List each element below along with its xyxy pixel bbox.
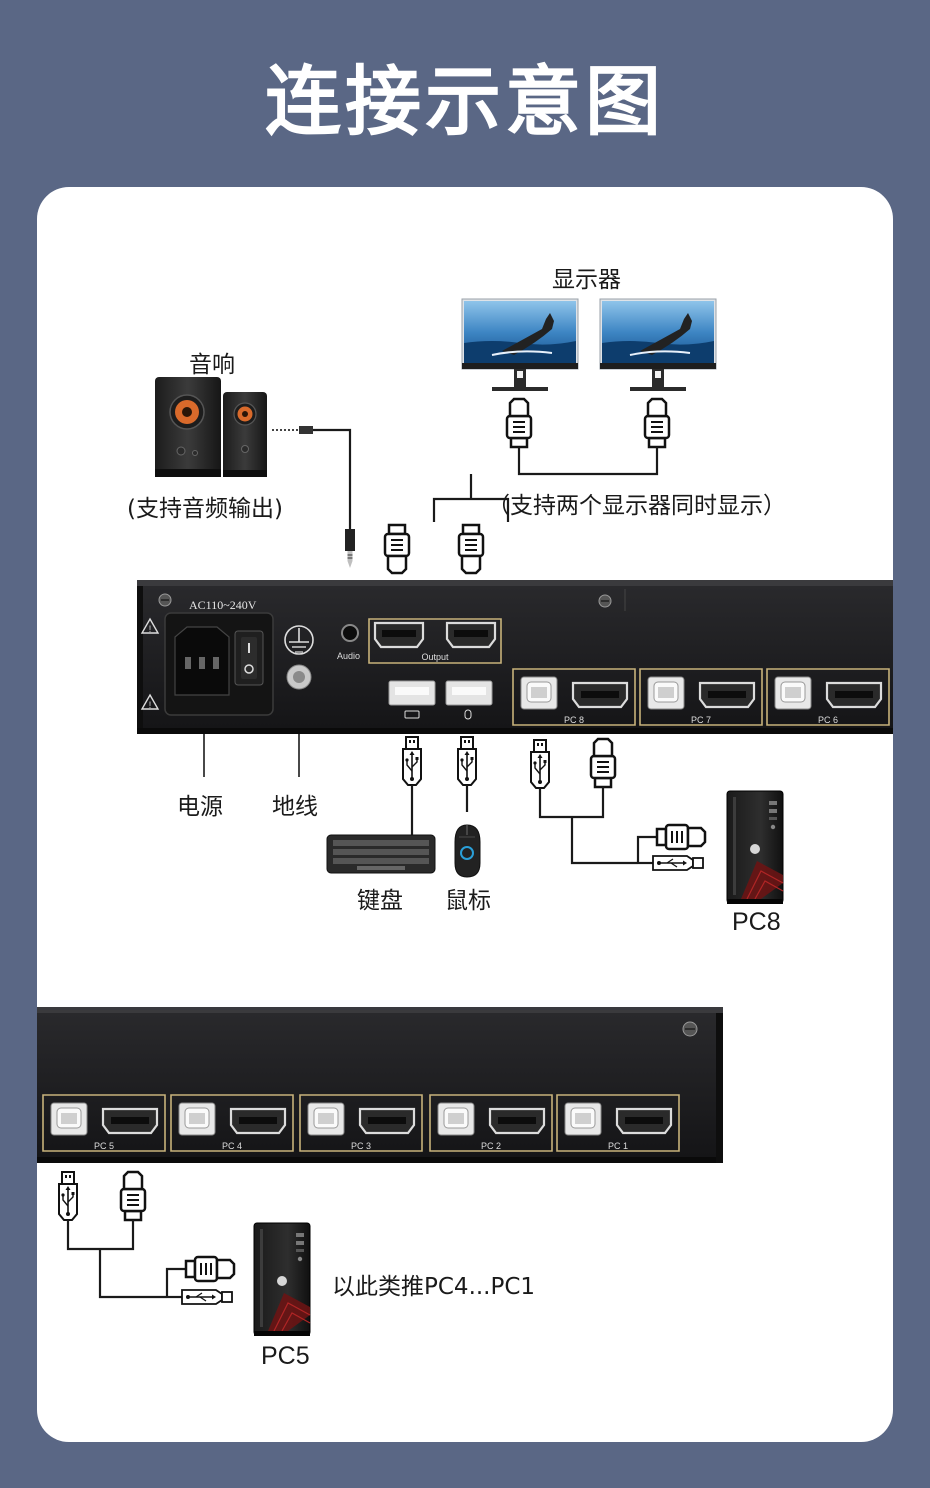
hdmi-plug-pc5-side	[186, 1257, 234, 1281]
label-keyboard: 键盘	[357, 888, 403, 914]
usb-plug-pc8	[530, 739, 550, 789]
kvm-panel-bottom: PC 5 PC 4 PC 3 PC 2 PC 1	[37, 1007, 723, 1163]
hdmi-plug-pc8-side	[657, 825, 705, 849]
port-label-pc2: PC 2	[481, 1141, 501, 1151]
mouse-icon	[454, 824, 481, 878]
kvm-panel-top: AC110~240V ! ! Audio	[137, 580, 893, 734]
port-label-pc4: PC 4	[222, 1141, 242, 1151]
connection-diagram: AC110~240V ! ! Audio	[37, 298, 893, 1337]
speakers	[155, 377, 267, 477]
label-audio-note: (支持音频输出)	[127, 496, 283, 522]
label-monitors: 显示器	[552, 267, 621, 293]
pc8-tower-icon	[726, 790, 784, 905]
label-dual-monitor-note: （支持两个显示器同时显示）	[487, 493, 786, 519]
pc8-cables	[538, 787, 657, 865]
hdmi-plug-pc8	[591, 739, 615, 787]
hdmi-plug-pc5	[121, 1172, 145, 1220]
monitor-right	[599, 298, 717, 392]
port-label-pc8: PC 8	[564, 715, 584, 725]
usb-plug-pc5-side	[181, 1289, 233, 1305]
label-pc5: PC5	[261, 1342, 310, 1370]
diagram-card: AC110~240V ! ! Audio	[37, 187, 893, 1442]
audio-cable	[272, 426, 355, 568]
label-etc-pc4-pc1: 以此类推PC4...PC1	[332, 1274, 536, 1300]
usb-plug-keyboard	[402, 736, 422, 786]
label-ground: 地线	[272, 794, 318, 820]
keyboard-icon	[326, 834, 436, 874]
page-title: 连接示意图	[265, 57, 665, 146]
label-audio: 音响	[189, 352, 235, 378]
hdmi-plug-monitor-left	[507, 399, 531, 447]
port-label-pc3: PC 3	[351, 1141, 371, 1151]
output-text: Output	[421, 652, 449, 662]
label-power: 电源	[177, 794, 223, 820]
port-label-pc1: PC 1	[608, 1141, 628, 1151]
hdmi-plug-monitor-right	[645, 399, 669, 447]
usb-plug-mouse	[457, 736, 477, 786]
audio-port-text: Audio	[337, 651, 360, 661]
svg-text:!: !	[149, 624, 152, 634]
hdmi-plug-output-1	[383, 523, 411, 575]
monitor-cables	[432, 447, 659, 522]
port-label-pc6: PC 6	[818, 715, 838, 725]
pc5-tower-icon	[253, 1222, 311, 1337]
svg-text:!: !	[149, 700, 152, 710]
monitor-left	[461, 298, 579, 392]
hdmi-plug-output-2	[457, 523, 485, 575]
voltage-text: AC110~240V	[189, 598, 257, 612]
label-pc8: PC8	[732, 908, 781, 936]
port-label-pc7: PC 7	[691, 715, 711, 725]
usb-plug-pc5	[58, 1171, 78, 1221]
pc5-cables	[66, 1220, 186, 1299]
label-mouse: 鼠标	[445, 888, 491, 914]
port-label-pc5: PC 5	[94, 1141, 114, 1151]
usb-plug-pc8-side	[652, 855, 704, 871]
